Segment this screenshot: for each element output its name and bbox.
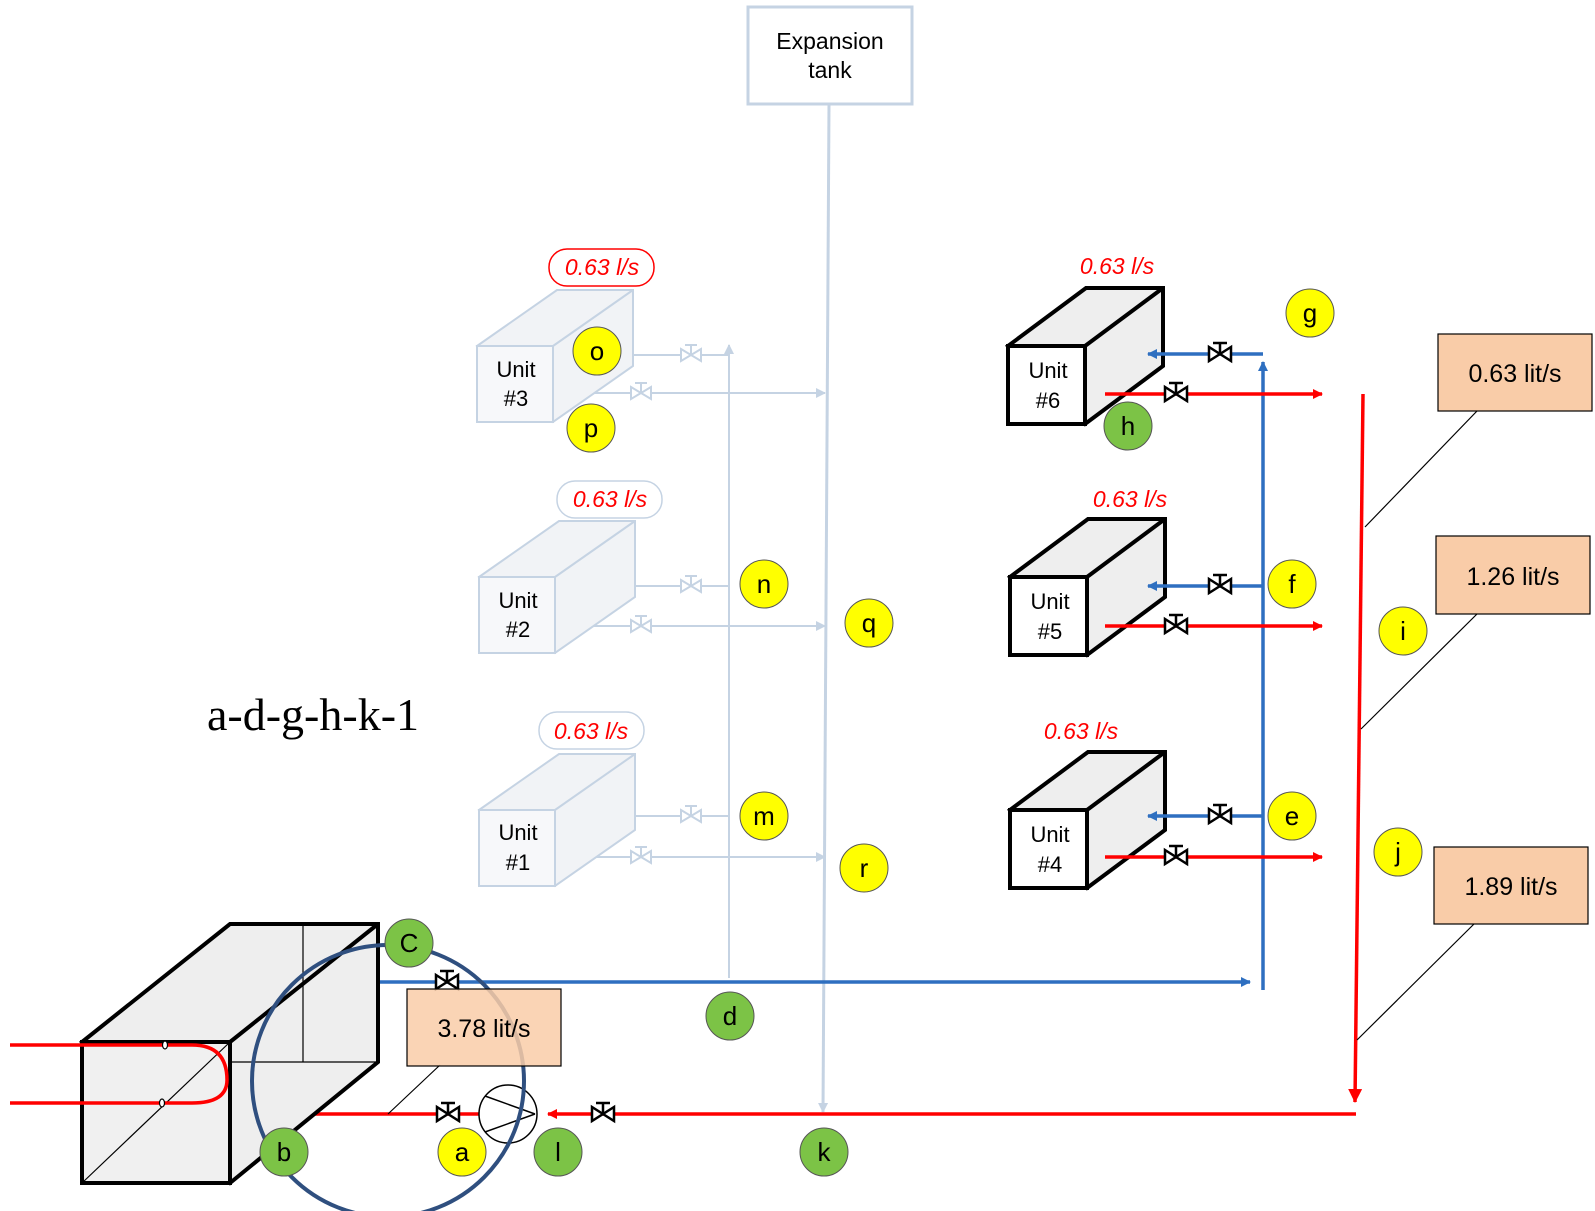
unit-1-num: #1 bbox=[506, 850, 530, 875]
unit-2 bbox=[477, 520, 636, 655]
node-p-label: p bbox=[584, 413, 598, 443]
valve-icon bbox=[1163, 613, 1189, 636]
node-l bbox=[533, 1127, 583, 1177]
blue-supply-piping bbox=[345, 349, 1268, 990]
unit-5-flow: 0.63 l/s bbox=[1093, 486, 1168, 512]
unit-1 bbox=[477, 753, 636, 888]
callout-top: 0.63 lit/s bbox=[1364, 333, 1593, 528]
unit-4-num: #4 bbox=[1038, 852, 1062, 877]
node-b-label: b bbox=[277, 1137, 291, 1167]
chiller bbox=[78, 922, 380, 1186]
node-p bbox=[566, 403, 616, 453]
valve-icon bbox=[434, 969, 460, 992]
node-b bbox=[259, 1127, 309, 1177]
unit-4 bbox=[1006, 750, 1167, 891]
valve-icon bbox=[590, 1101, 616, 1124]
node-h bbox=[1103, 401, 1153, 451]
node-c bbox=[384, 918, 434, 968]
node-r bbox=[839, 843, 889, 893]
callout-main: 3.78 lit/s bbox=[387, 988, 562, 1115]
node-d bbox=[705, 991, 755, 1041]
expansion-tank-label-2: tank bbox=[808, 57, 852, 83]
unit-3-flow: 0.63 l/s bbox=[565, 254, 640, 280]
node-g bbox=[1285, 288, 1335, 338]
faded-valves bbox=[630, 344, 702, 865]
unit-6-name: Unit bbox=[1028, 358, 1067, 383]
unit-3-name: Unit bbox=[496, 357, 535, 382]
valve-icon bbox=[1207, 803, 1233, 826]
node-f bbox=[1267, 559, 1317, 609]
valve-icon bbox=[1163, 381, 1189, 404]
node-labels: a b C d e f g h i j k l m n o p q r bbox=[277, 298, 1406, 1167]
node-g-label: g bbox=[1303, 298, 1317, 328]
unit-6 bbox=[1004, 286, 1165, 427]
unit-2-num: #2 bbox=[506, 617, 530, 642]
node-o bbox=[572, 326, 622, 376]
node-a bbox=[437, 1127, 487, 1177]
callout-mid: 1.26 lit/s bbox=[1360, 535, 1591, 730]
node-f-label: f bbox=[1288, 569, 1296, 599]
node-e-label: e bbox=[1285, 801, 1299, 831]
callout-top-text: 0.63 lit/s bbox=[1468, 360, 1561, 388]
node-o-label: o bbox=[590, 336, 604, 366]
unit-6-flow: 0.63 l/s bbox=[1080, 253, 1155, 279]
pump-icon bbox=[478, 1084, 538, 1144]
expansion-line bbox=[818, 103, 831, 1113]
unit-4-flow: 0.63 l/s bbox=[1044, 718, 1119, 744]
unit-5-name: Unit bbox=[1030, 589, 1069, 614]
node-i-label: i bbox=[1400, 616, 1406, 646]
expansion-tank: Expansion tank bbox=[746, 5, 914, 1113]
node-j-label: j bbox=[1394, 837, 1401, 867]
faded-piping bbox=[575, 344, 826, 978]
node-q bbox=[844, 598, 894, 648]
loop-markers bbox=[158, 1040, 169, 1108]
unit-4-name: Unit bbox=[1030, 822, 1069, 847]
node-d-label: d bbox=[723, 1001, 737, 1031]
node-n-label: n bbox=[757, 569, 771, 599]
unit-5-num: #5 bbox=[1038, 619, 1062, 644]
valve-icon bbox=[1207, 573, 1233, 596]
callout-bottom-text: 1.89 lit/s bbox=[1464, 873, 1557, 901]
red-return-piping bbox=[262, 389, 1365, 1121]
valve-icon bbox=[1207, 341, 1233, 364]
node-c-label: C bbox=[400, 928, 419, 958]
node-k-label: k bbox=[818, 1137, 832, 1167]
callout-bottom: 1.89 lit/s bbox=[1356, 846, 1589, 1041]
node-n bbox=[739, 559, 789, 609]
condenser-loop bbox=[10, 1043, 229, 1105]
node-j bbox=[1373, 827, 1423, 877]
node-i bbox=[1378, 606, 1428, 656]
unit-6-num: #6 bbox=[1036, 388, 1060, 413]
path-label: a-d-g-h-k-1 bbox=[207, 689, 419, 740]
valve-icon bbox=[1163, 844, 1189, 867]
unit-1-name: Unit bbox=[498, 820, 537, 845]
unit-3 bbox=[475, 289, 634, 424]
node-m-label: m bbox=[753, 801, 775, 831]
node-a-label: a bbox=[455, 1137, 470, 1167]
node-e bbox=[1267, 791, 1317, 841]
valves bbox=[434, 341, 1233, 1124]
unit-2-flow-box bbox=[556, 480, 663, 519]
node-markers bbox=[259, 288, 1428, 1177]
node-q-label: q bbox=[862, 608, 876, 638]
callout-main-text: 3.78 lit/s bbox=[437, 1015, 530, 1043]
unit-2-flow: 0.63 l/s bbox=[573, 486, 648, 512]
node-m bbox=[739, 791, 789, 841]
node-r-label: r bbox=[860, 853, 869, 883]
unit-2-name: Unit bbox=[498, 588, 537, 613]
expansion-tank-label-1: Expansion bbox=[776, 28, 883, 54]
node-k bbox=[799, 1127, 849, 1177]
node-l-label: l bbox=[555, 1137, 561, 1167]
node-h-label: h bbox=[1121, 411, 1135, 441]
unit-1-flow-box bbox=[538, 711, 645, 750]
unit-3-num: #3 bbox=[504, 386, 528, 411]
callout-mid-text: 1.26 lit/s bbox=[1466, 563, 1559, 591]
unit-1-flow: 0.63 l/s bbox=[554, 718, 629, 744]
unit-5 bbox=[1006, 517, 1167, 658]
unit-3-flow-box bbox=[548, 248, 655, 287]
valve-icon bbox=[435, 1101, 461, 1124]
